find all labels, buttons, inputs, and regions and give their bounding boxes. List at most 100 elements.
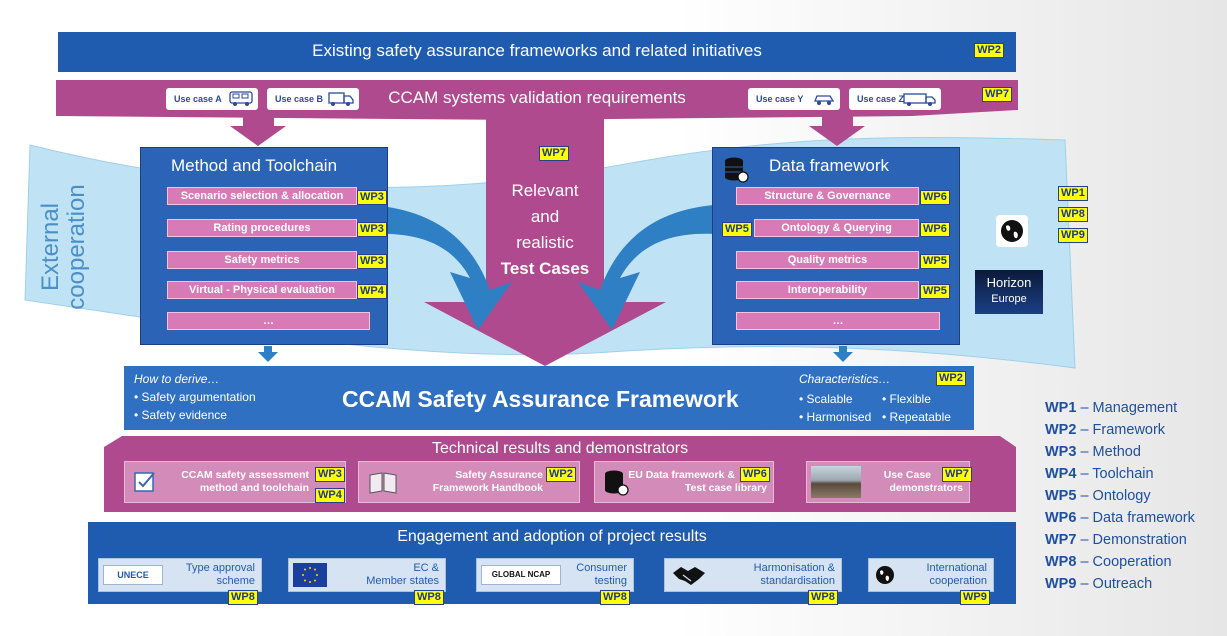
eng-card-consumer-wp: WP8 (600, 590, 630, 605)
database-icon (725, 157, 749, 183)
eng-card-consumer-line1: Consumer (576, 562, 627, 574)
book-icon (369, 472, 397, 494)
method-item-scenario: Scenario selection & allocation (167, 187, 357, 205)
method-item-safety-metrics-label: Safety metrics (224, 254, 300, 266)
eng-card-international-line1: International (926, 562, 987, 574)
method-item-rating: Rating procedures (167, 219, 357, 237)
data-item-more: … (736, 312, 940, 330)
tech-card-demonstrators-wp: WP7 (942, 467, 972, 482)
data-item-quality-wp: WP5 (920, 254, 950, 269)
data-panel-title: Data framework (769, 156, 889, 175)
eng-card-type-approval-wp: WP8 (228, 590, 258, 605)
external-wp8: WP8 (1058, 207, 1088, 222)
tech-card-assessment-line1: CCAM safety assessment (181, 469, 309, 481)
arrow-data-to-saf (833, 346, 853, 362)
test-cases-line1: Relevant (511, 181, 579, 200)
data-item-interop-label: Interoperability (787, 284, 868, 296)
test-cases-line2: and (530, 207, 560, 226)
method-item-rating-wp: WP3 (357, 222, 387, 237)
eng-card-type-approval-line1: Type approval (185, 562, 255, 574)
test-cases-line4: Test Cases (500, 259, 590, 278)
validation-band-title: CCAM systems validation requirements (388, 88, 686, 107)
top-band-wp: WP2 (974, 43, 1004, 58)
globe-tile (996, 215, 1028, 247)
legend-item-wp3: WP3 – Method (1045, 444, 1141, 460)
use-case-z-label: Use case Z (857, 94, 905, 104)
method-item-virtual-physical-label: Virtual - Physical evaluation (189, 284, 335, 296)
global-ncap-logo: GLOBAL NCAP (481, 565, 561, 585)
bus-icon (229, 91, 253, 106)
data-item-structure-label: Structure & Governance (764, 190, 891, 202)
test-cases-wp: WP7 (539, 146, 569, 161)
unece-logo: UNECE (103, 565, 163, 585)
method-item-more: … (167, 312, 370, 330)
data-item-more-label: … (832, 315, 844, 327)
eng-card-type-approval: UNECE Type approval scheme (98, 558, 262, 592)
use-case-b: Use case B (267, 88, 359, 110)
arrow-to-data (809, 114, 865, 146)
data-item-interop-wp: WP5 (920, 284, 950, 299)
eu-flag-icon (293, 563, 327, 587)
eng-card-ec-member-wp: WP8 (414, 590, 444, 605)
saf-char-label: Characteristics… (799, 372, 891, 386)
method-item-scenario-wp: WP3 (357, 190, 387, 205)
tech-card-assessment-wp4: WP4 (315, 488, 345, 503)
data-item-structure-wp: WP6 (920, 190, 950, 205)
legend-item-wp5: WP5 – Ontology (1045, 488, 1151, 504)
saf-char-wp: WP2 (936, 371, 966, 386)
test-cases-line3: realistic (516, 233, 574, 252)
eng-card-type-approval-line2: scheme (216, 575, 255, 587)
eng-card-international-wp: WP9 (960, 590, 990, 605)
tech-card-handbook-wp: WP2 (546, 467, 576, 482)
data-item-ontology-label: Ontology & Querying (781, 222, 892, 234)
external-wp9: WP9 (1058, 228, 1088, 243)
saf-char-item: • Scalable (799, 392, 853, 406)
legend-item-wp8: WP8 – Cooperation (1045, 554, 1172, 570)
horizon-line1: Horizon (986, 275, 1032, 290)
saf-how-label: How to derive… (134, 372, 220, 386)
data-item-ontology-wp-left: WP5 (722, 222, 752, 237)
use-case-z: Use case Z (849, 88, 941, 110)
use-case-a-label: Use case A (174, 94, 222, 104)
eng-card-ec-member-line1: EC & (413, 562, 439, 574)
use-case-b-label: Use case B (275, 94, 324, 104)
saf-char-item: • Harmonised (799, 410, 872, 424)
eng-card-harmonisation-wp: WP8 (808, 590, 838, 605)
method-panel-title: Method and Toolchain (171, 156, 338, 175)
method-item-safety-metrics-wp: WP3 (357, 254, 387, 269)
method-item-more-label: … (263, 315, 274, 327)
truck-icon (328, 92, 354, 106)
method-item-virtual-physical: Virtual - Physical evaluation (167, 281, 357, 299)
method-item-rating-label: Rating procedures (213, 222, 311, 234)
data-item-interop: Interoperability (736, 281, 919, 299)
method-item-scenario-label: Scenario selection & allocation (180, 190, 344, 202)
tech-card-handbook-line1: Safety Assurance (455, 469, 543, 481)
legend-item-wp9: WP9 – Outreach (1045, 576, 1153, 592)
saf-band: How to derive… • Safety argumentation • … (124, 366, 974, 430)
car-icon (814, 95, 835, 105)
saf-char-item: • Flexible (882, 392, 931, 406)
horizon-line2: Europe (991, 293, 1027, 305)
legend-item-wp7: WP7 – Demonstration (1045, 532, 1187, 548)
horizon-europe-logo: Horizon Europe (975, 270, 1043, 314)
eng-card-harmonisation-line2: standardisation (760, 575, 835, 587)
legend-item-wp1: WP1 – Management (1045, 400, 1178, 416)
tech-card-assessment-line2: method and toolchain (199, 482, 309, 494)
saf-char-item: • Repeatable (882, 410, 951, 424)
use-case-y-label: Use case Y (756, 94, 804, 104)
arrow-method-to-saf (258, 346, 278, 362)
validation-band: CCAM systems validation requirements WP7 (56, 80, 1018, 114)
demonstrator-photo (811, 466, 861, 498)
tech-card-handbook-line2: Framework Handbook (432, 482, 543, 494)
eng-card-international-line2: cooperation (929, 575, 988, 587)
legend-item-wp4: WP4 – Toolchain (1045, 466, 1154, 482)
engagement-title: Engagement and adoption of project resul… (397, 528, 707, 545)
existing-frameworks-title: Existing safety assurance frameworks and… (312, 41, 762, 60)
use-case-a: Use case A (166, 88, 258, 110)
saf-how-list: • Safety argumentation • Safety evidence (134, 388, 256, 424)
eng-card-consumer: GLOBAL NCAP Consumer testing (476, 558, 634, 592)
existing-frameworks-band: Existing safety assurance frameworks and… (58, 32, 1016, 72)
tech-card-handbook: Safety Assurance Framework Handbook (358, 461, 580, 503)
checkbox-icon (134, 472, 155, 492)
